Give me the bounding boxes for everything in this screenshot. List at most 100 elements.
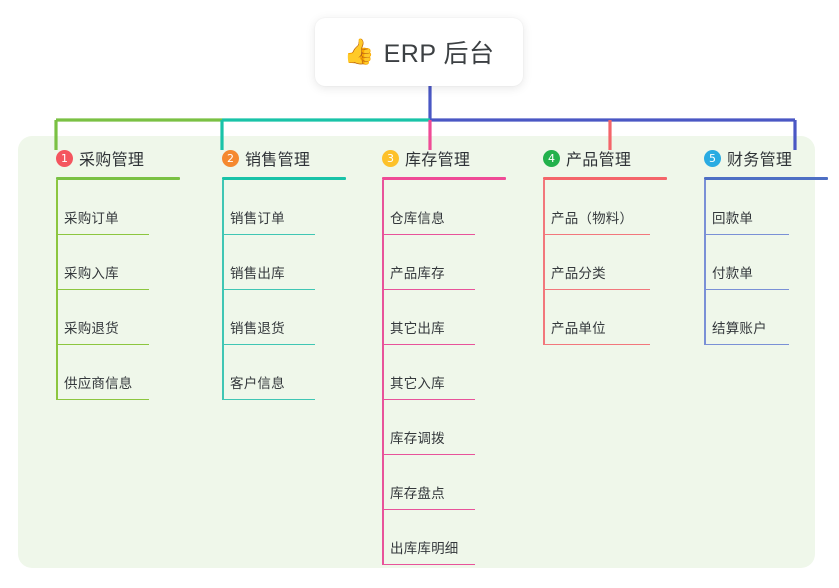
branch-item-underline <box>222 398 315 400</box>
branch-item-underline <box>704 343 789 345</box>
branch-item-label: 其它出库 <box>390 321 445 336</box>
branch-underline <box>222 177 346 180</box>
branch-item-underline <box>382 233 475 235</box>
branch-column-1: 1 采购管理采购订单采购入库采购退货供应商信息 <box>36 146 191 400</box>
branch-item-label: 仓库信息 <box>390 211 445 226</box>
branch-item-underline <box>543 288 650 290</box>
branch-item-underline <box>382 453 475 455</box>
branch-item[interactable]: 付款单 <box>684 235 839 290</box>
branch-item-list: 回款单付款单结算账户 <box>684 180 839 345</box>
branch-item-stem <box>704 235 706 290</box>
branch-item[interactable]: 销售订单 <box>202 180 357 235</box>
branch-item-label: 销售出库 <box>230 266 285 281</box>
branch-item[interactable]: 库存盘点 <box>362 455 517 510</box>
branch-item[interactable]: 仓库信息 <box>362 180 517 235</box>
branch-title: 采购管理 <box>79 152 145 169</box>
branch-item-underline <box>222 343 315 345</box>
branch-item-stem <box>56 290 58 345</box>
branch-item-underline <box>56 398 149 400</box>
branch-item-stem <box>222 180 224 235</box>
branch-item-stem <box>222 345 224 400</box>
branch-item-label: 产品分类 <box>551 266 606 281</box>
branch-title: 财务管理 <box>727 152 793 169</box>
branch-item[interactable]: 结算账户 <box>684 290 839 345</box>
branch-item-stem <box>382 345 384 400</box>
branch-item-stem <box>543 290 545 345</box>
branch-item-underline <box>56 288 149 290</box>
branch-item[interactable]: 产品分类 <box>523 235 678 290</box>
branch-item-underline <box>382 398 475 400</box>
branch-item-stem <box>56 235 58 290</box>
branch-item[interactable]: 其它出库 <box>362 290 517 345</box>
thumbs-up-icon: 👍 <box>343 37 375 66</box>
branch-item-label: 采购退货 <box>64 321 119 336</box>
branch-item[interactable]: 采购订单 <box>36 180 191 235</box>
branch-item[interactable]: 采购入库 <box>36 235 191 290</box>
branch-item-stem <box>382 400 384 455</box>
branch-item[interactable]: 产品（物料） <box>523 180 678 235</box>
branch-item-label: 采购订单 <box>64 211 119 226</box>
branch-number-badge: 2 <box>222 149 239 167</box>
branch-item[interactable]: 其它入库 <box>362 345 517 400</box>
branch-header-1[interactable]: 1 采购管理 <box>36 146 191 170</box>
branch-item[interactable]: 销售出库 <box>202 235 357 290</box>
branch-item-stem <box>543 180 545 235</box>
branch-item-stem <box>704 180 706 235</box>
branch-number-badge: 4 <box>543 149 560 167</box>
branch-item-list: 销售订单销售出库销售退货客户信息 <box>202 180 357 400</box>
branch-item-underline <box>382 508 475 510</box>
branch-item-underline <box>543 233 650 235</box>
branch-item-label: 销售退货 <box>230 321 285 336</box>
branch-item-underline <box>704 288 789 290</box>
branch-item-underline <box>56 233 149 235</box>
branch-title: 销售管理 <box>245 152 311 169</box>
branch-item-label: 出库库明细 <box>390 541 459 556</box>
branch-item-stem <box>222 235 224 290</box>
branch-item-stem <box>222 290 224 345</box>
branch-title: 库存管理 <box>405 152 471 169</box>
branch-item-label: 产品库存 <box>390 266 445 281</box>
branch-item-list: 产品（物料） 产品分类产品单位 <box>523 180 678 345</box>
branch-underline <box>56 177 180 180</box>
branch-item-underline <box>222 233 315 235</box>
branch-item-label: 库存盘点 <box>390 486 445 501</box>
branch-item-label: 付款单 <box>712 266 754 281</box>
branch-item-stem <box>382 455 384 510</box>
branch-item-underline <box>56 343 149 345</box>
branch-item-underline <box>222 288 315 290</box>
branch-item[interactable]: 采购退货 <box>36 290 191 345</box>
branch-item-stem <box>382 290 384 345</box>
branch-item[interactable]: 产品库存 <box>362 235 517 290</box>
branch-item-underline <box>382 288 475 290</box>
branch-item-list: 采购订单采购入库采购退货供应商信息 <box>36 180 191 400</box>
branch-underline <box>382 177 506 180</box>
root-node[interactable]: 👍 ERP 后台 <box>315 18 523 86</box>
branch-item-label: 客户信息 <box>230 376 285 391</box>
branch-item[interactable]: 回款单 <box>684 180 839 235</box>
branch-item-label: 回款单 <box>712 211 754 226</box>
branch-item-underline <box>382 563 475 565</box>
branch-underline <box>543 177 667 180</box>
branch-item[interactable]: 库存调拨 <box>362 400 517 455</box>
branch-item-label: 结算账户 <box>712 321 767 336</box>
branch-header-3[interactable]: 3 库存管理 <box>362 146 517 170</box>
branch-item-stem <box>543 235 545 290</box>
branch-item[interactable]: 供应商信息 <box>36 345 191 400</box>
branch-item-underline <box>704 233 789 235</box>
branch-number-badge: 3 <box>382 149 399 167</box>
branch-item[interactable]: 销售退货 <box>202 290 357 345</box>
branch-item[interactable]: 产品单位 <box>523 290 678 345</box>
branch-header-2[interactable]: 2 销售管理 <box>202 146 357 170</box>
branch-item-underline <box>382 343 475 345</box>
branch-item-label: 采购入库 <box>64 266 119 281</box>
branch-item-underline <box>543 343 650 345</box>
branch-number-badge: 1 <box>56 149 73 167</box>
branch-item[interactable]: 出库库明细 <box>362 510 517 565</box>
branch-item-label: 库存调拨 <box>390 431 445 446</box>
branch-item[interactable]: 客户信息 <box>202 345 357 400</box>
